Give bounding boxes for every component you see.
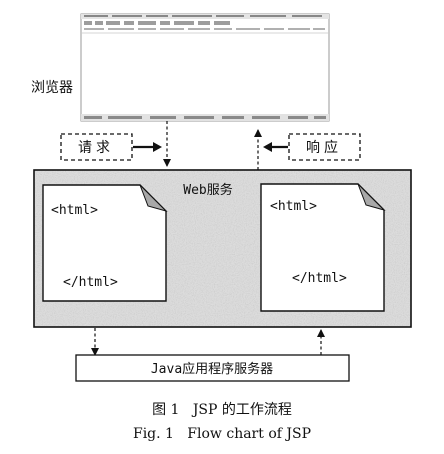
left-page-sheet [42, 184, 167, 302]
browser-link-bar [84, 28, 325, 30]
response-label: 响应 [306, 139, 342, 156]
right-html-page [260, 183, 386, 312]
browser-frame [80, 13, 330, 122]
right-page-sheet [260, 183, 385, 312]
web-service-border [33, 169, 412, 328]
request-label: 请求 [78, 140, 114, 156]
response-pointer-head [263, 142, 272, 152]
browser-label: 浏览器 [31, 80, 73, 96]
browser-toolbar [84, 21, 230, 25]
left-html-page [42, 184, 168, 302]
caption-english: Fig. 1 Flow chart of JSP [133, 426, 311, 442]
java-app-server-box [75, 354, 350, 382]
right-page-close-tag: </html> [292, 271, 347, 286]
right-page-fold [357, 183, 386, 211]
request-label-box [60, 133, 133, 161]
left-page-fold [139, 184, 168, 212]
browser-menu-bar [84, 15, 322, 17]
browser-window [80, 13, 330, 122]
java-app-server-label: Java应用程序服务器 [151, 361, 273, 377]
request-pointer-head [153, 142, 162, 152]
left-page-open-tag: <html> [51, 203, 98, 218]
right-page-open-tag: <html> [270, 199, 317, 214]
left-page-close-tag: </html> [63, 275, 118, 290]
web-service-title: Web服务 [183, 182, 232, 198]
browser-status-items [84, 116, 326, 119]
caption-chinese: 图 1 JSP 的工作流程 [152, 402, 292, 418]
response-label-box [288, 133, 361, 161]
